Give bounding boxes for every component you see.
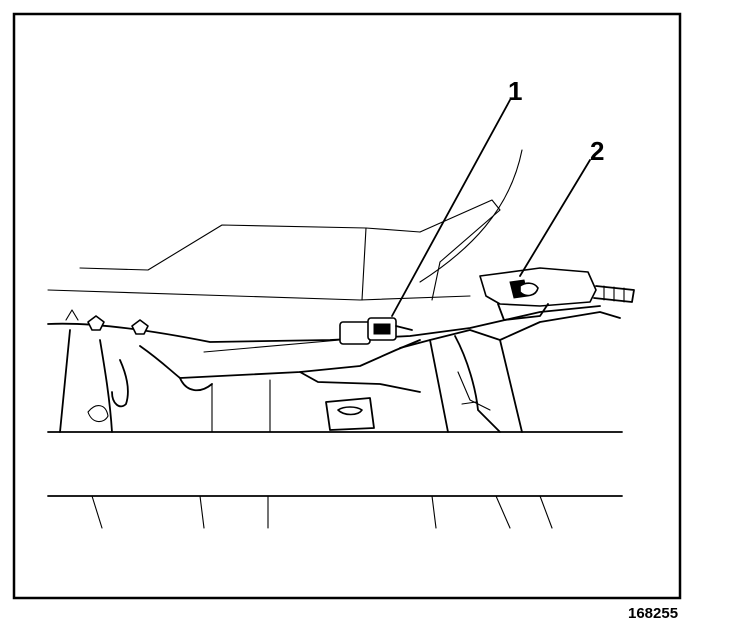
- component-1-sensor: [203, 317, 413, 353]
- callout-2: 2: [590, 136, 604, 166]
- vehicle-body-outline: [47, 149, 523, 301]
- callout-1: 1: [508, 76, 522, 106]
- engine-deck-lines: [47, 431, 623, 529]
- figure-number: 168255: [628, 605, 678, 622]
- leader-lines: [391, 99, 591, 317]
- figure-frame: [12, 12, 682, 600]
- component-2-solenoid: [479, 267, 635, 321]
- engine-assembly: [47, 305, 621, 433]
